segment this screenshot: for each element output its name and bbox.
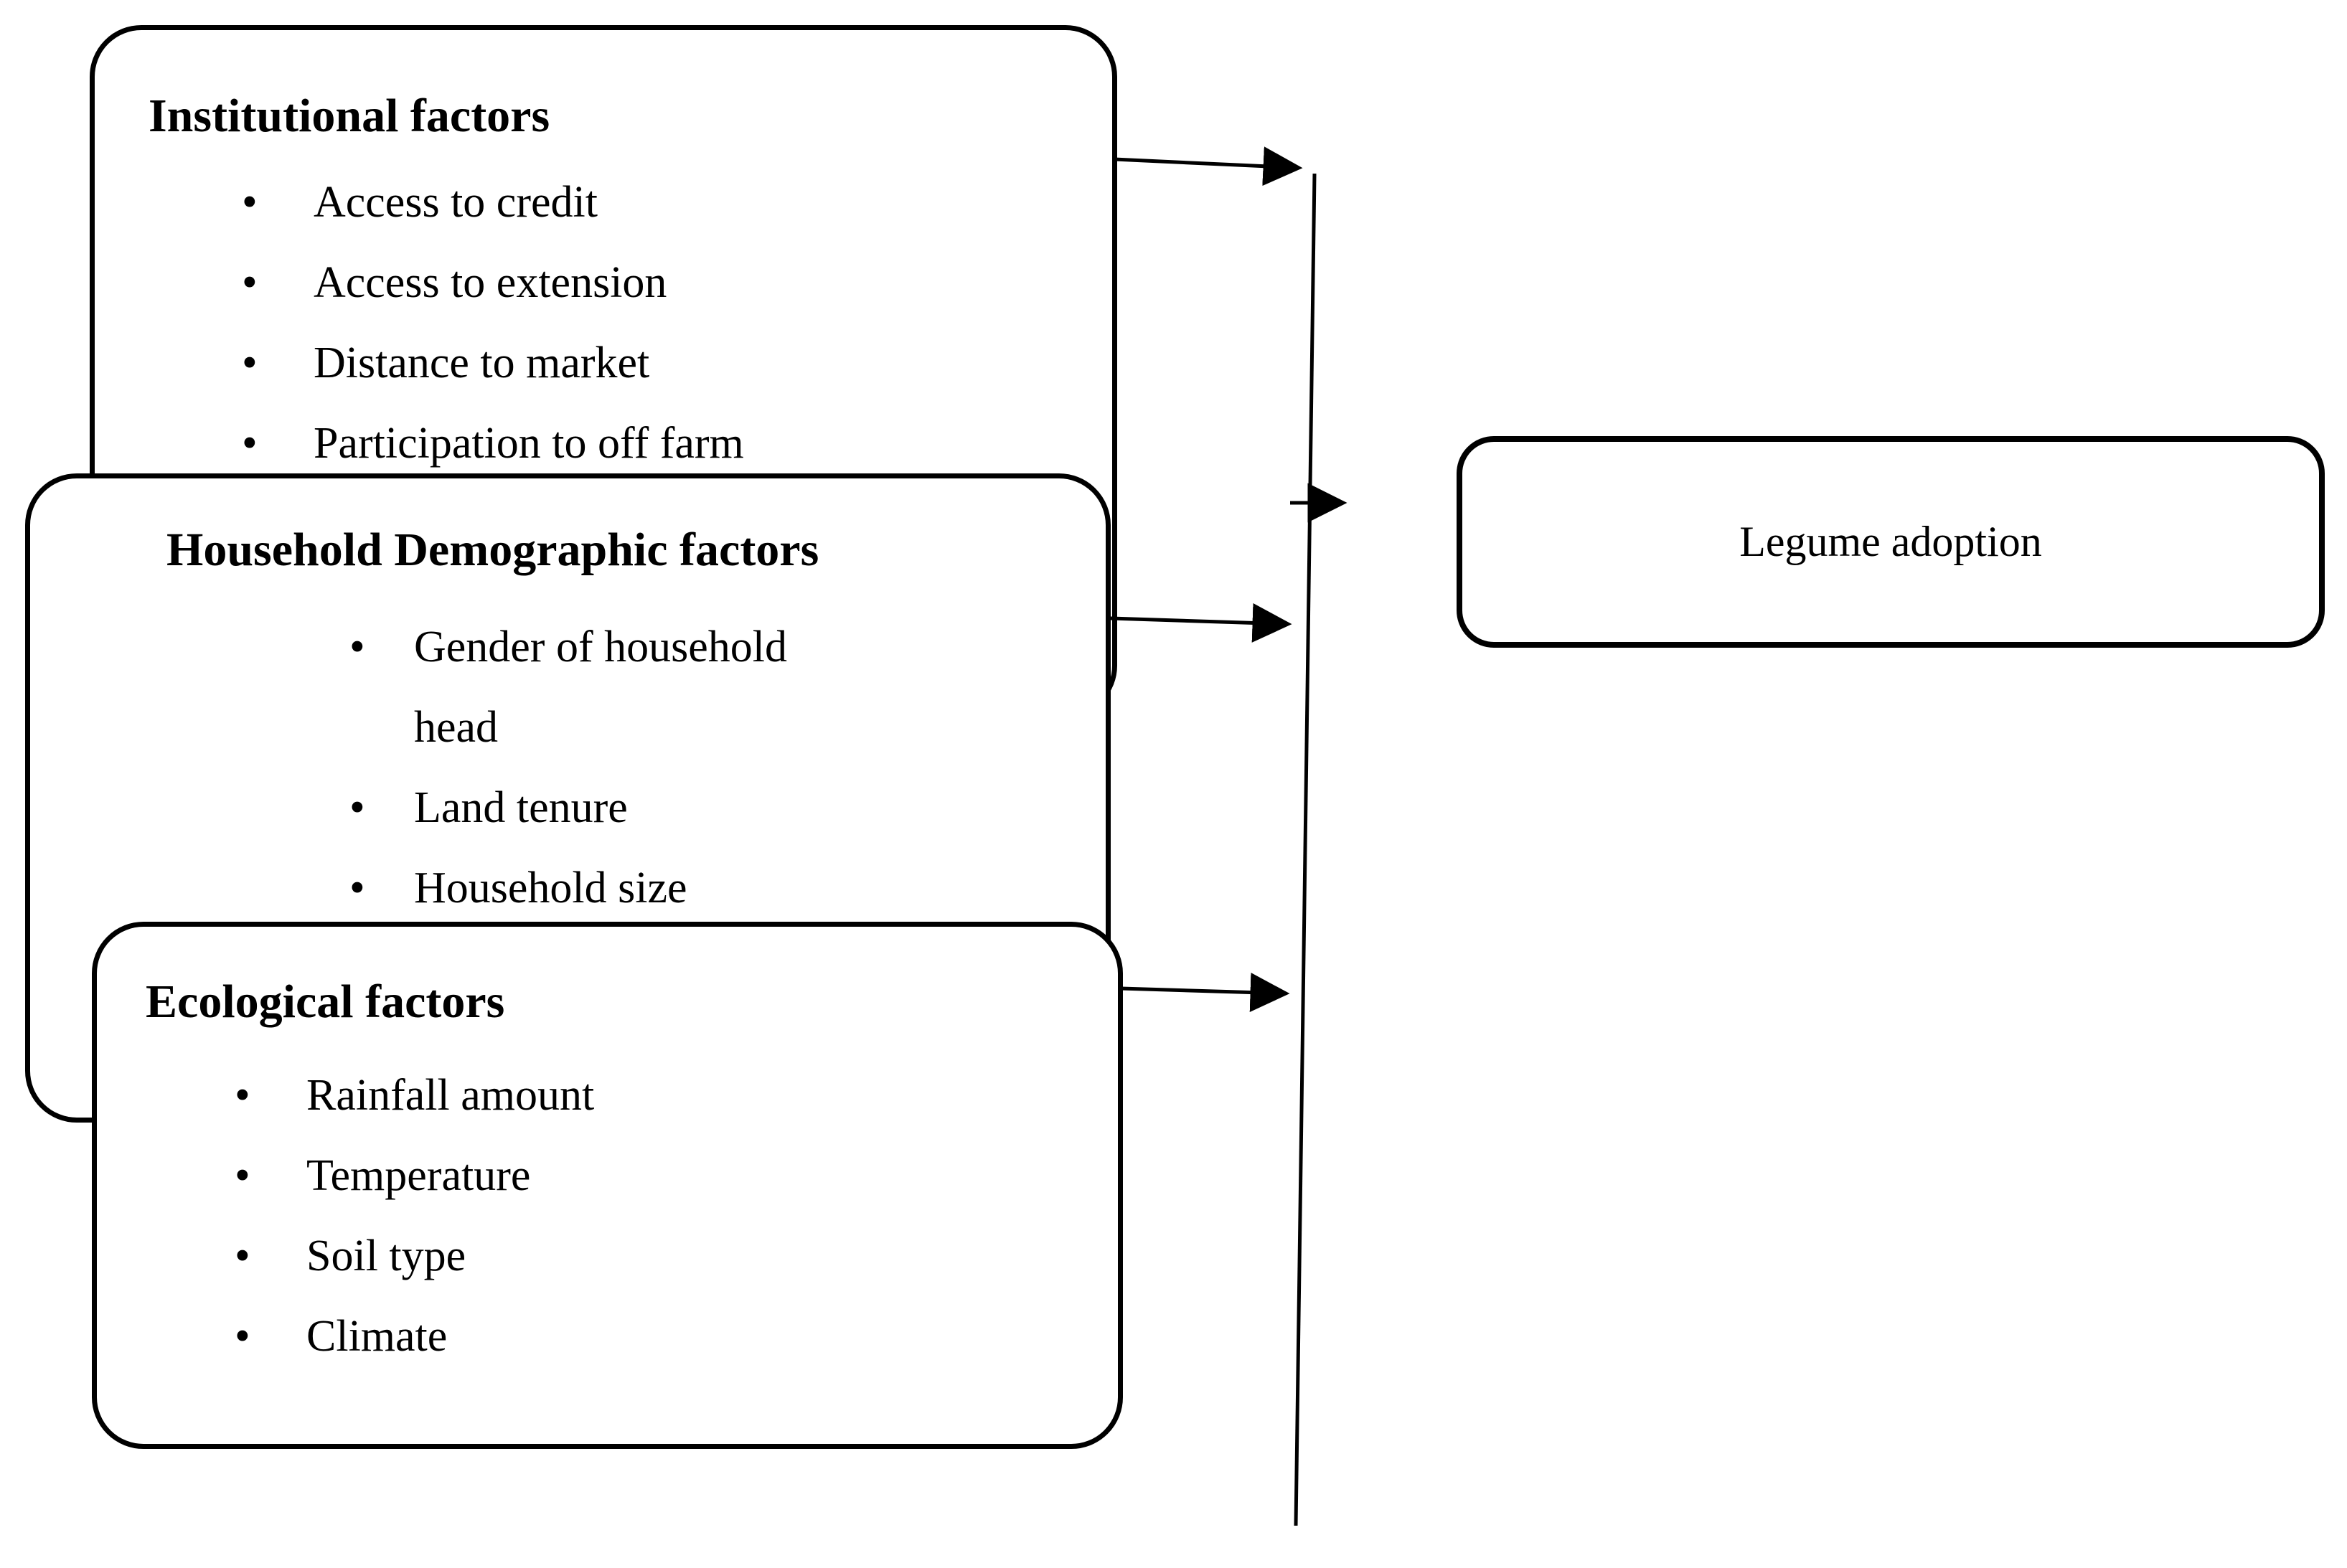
list-item: • Rainfall amount — [235, 1055, 1118, 1135]
outcome-box-legume-adoption: Legume adoption — [1457, 436, 2325, 648]
list-item: • Distance to market — [242, 323, 1112, 403]
arrow-ecological-to-collector — [1120, 973, 1290, 1012]
list-item: • Temperature — [235, 1135, 1118, 1216]
item-label: Climate — [306, 1312, 448, 1361]
item-label: Participation to off farm — [314, 419, 744, 468]
item-list-household-demographic: • Gender of household head • Land tenure… — [30, 607, 1106, 928]
list-item: • Access to credit — [242, 162, 1112, 242]
box-title-ecological: Ecological factors — [146, 976, 505, 1028]
item-list-institutional: • Access to credit • Access to extension… — [95, 162, 1112, 483]
item-label: Gender of household head — [414, 623, 787, 752]
item-list-ecological: • Rainfall amount • Temperature • Soil t… — [97, 1055, 1118, 1376]
bullet-icon: • — [242, 178, 258, 227]
bullet-icon: • — [349, 623, 365, 672]
list-item: • Climate — [235, 1296, 1118, 1376]
item-label: Distance to market — [314, 339, 650, 388]
outcome-label: Legume adoption — [1739, 518, 2042, 565]
list-item: • Soil type — [235, 1216, 1118, 1296]
arrow-institutional-to-collector — [1114, 146, 1303, 186]
item-label: Temperature — [306, 1151, 531, 1201]
box-title-household-demographic: Household Demographic factors — [166, 524, 819, 576]
factor-box-ecological: Ecological factors • Rainfall amount • T… — [92, 922, 1123, 1449]
list-item: • Land tenure — [349, 768, 1106, 848]
item-label: Land tenure — [414, 783, 628, 833]
list-item: • Gender of household head — [349, 607, 1106, 768]
item-label: Soil type — [306, 1232, 466, 1281]
list-item: • Participation to off farm — [242, 403, 1112, 483]
bullet-icon: • — [349, 864, 365, 913]
bullet-icon: • — [242, 339, 258, 388]
bullet-icon: • — [235, 1071, 250, 1120]
bullet-icon: • — [235, 1151, 250, 1201]
box-title-institutional: Institutional factors — [149, 90, 550, 142]
item-label: Rainfall amount — [306, 1071, 595, 1120]
item-label: Access to credit — [314, 178, 598, 227]
bullet-icon: • — [235, 1312, 250, 1361]
bullet-icon: • — [242, 419, 258, 468]
item-label: Household size — [414, 864, 687, 913]
item-label: Access to extension — [314, 258, 667, 308]
collector-line — [1294, 173, 1317, 1526]
bullet-icon: • — [349, 783, 365, 833]
bullet-icon: • — [235, 1232, 250, 1281]
list-item: • Household size — [349, 848, 1106, 928]
bullet-icon: • — [242, 258, 258, 308]
arrow-household-to-collector — [1110, 603, 1292, 643]
list-item: • Access to extension — [242, 242, 1112, 323]
